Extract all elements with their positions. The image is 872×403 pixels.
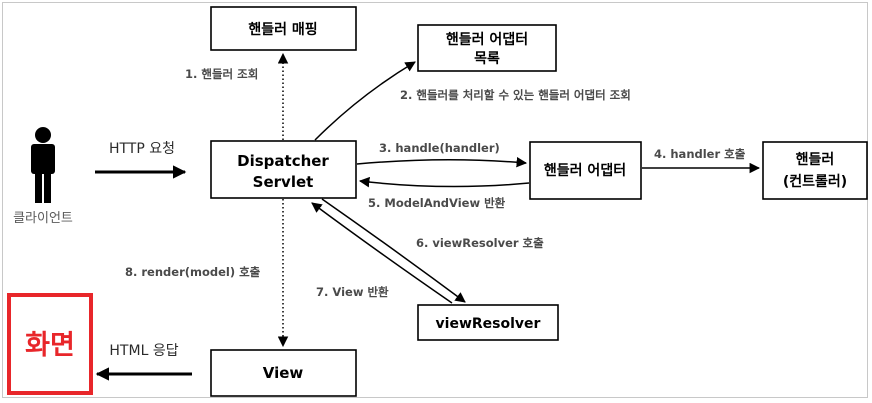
- step2-arrow: [314, 61, 416, 141]
- client-person-icon: [31, 127, 55, 203]
- screen-box: 화면: [7, 293, 93, 395]
- view-resolver-box: viewResolver: [417, 304, 559, 341]
- handler-label-line2: (컨트롤러): [783, 173, 847, 190]
- step6-label: 6. viewResolver 호출: [416, 236, 544, 250]
- step3-arrow: [356, 156, 528, 168]
- step1-label: 1. 핸들러 조회: [185, 67, 258, 81]
- handler-adapter-list-label-line1: 핸들러 어댑터: [446, 31, 528, 48]
- step7-arrow: [311, 202, 453, 304]
- step8-label: 8. render(model) 호출: [125, 265, 261, 279]
- view-label: View: [263, 364, 304, 382]
- step7-label: 7. View 반환: [316, 285, 389, 299]
- handler-mapping-box: 핸들러 매핑: [210, 6, 357, 51]
- handler-mapping-label: 핸들러 매핑: [248, 21, 317, 38]
- client-label: 클라이언트: [13, 211, 73, 226]
- step5-label: 5. ModelAndView 반환: [368, 196, 506, 210]
- html-response-label: HTML 응답: [109, 343, 178, 359]
- step5-arrow: [358, 176, 530, 188]
- dispatcher-servlet-label-line2: Servlet: [253, 173, 314, 191]
- diagram-frame: [2, 2, 868, 398]
- view-resolver-label: viewResolver: [436, 316, 541, 332]
- step4-label: 4. handler 호출: [654, 147, 746, 161]
- step3-label: 3. handle(handler): [379, 141, 500, 155]
- view-box: View: [210, 349, 357, 397]
- dispatcher-servlet-label-line1: Dispatcher: [237, 152, 329, 170]
- step6-arrow: [321, 198, 466, 303]
- handler-adapter-box: 핸들러 어댑터: [529, 141, 642, 200]
- handler-adapter-label: 핸들러 어댑터: [544, 162, 626, 179]
- handler-label-line1: 핸들러: [796, 152, 835, 168]
- http-request-label: HTTP 요청: [109, 141, 175, 157]
- handler-adapter-list-label-line2: 목록: [474, 51, 500, 67]
- handler-box: 핸들러 (컨트롤러): [762, 141, 868, 200]
- dispatcher-servlet-box: Dispatcher Servlet: [210, 140, 357, 199]
- handler-adapter-list-box: 핸들러 어댑터 목록: [417, 24, 557, 72]
- screen-label: 화면: [25, 330, 75, 361]
- step2-label: 2. 핸들러를 처리할 수 있는 핸들러 어댑터 조회: [400, 88, 631, 102]
